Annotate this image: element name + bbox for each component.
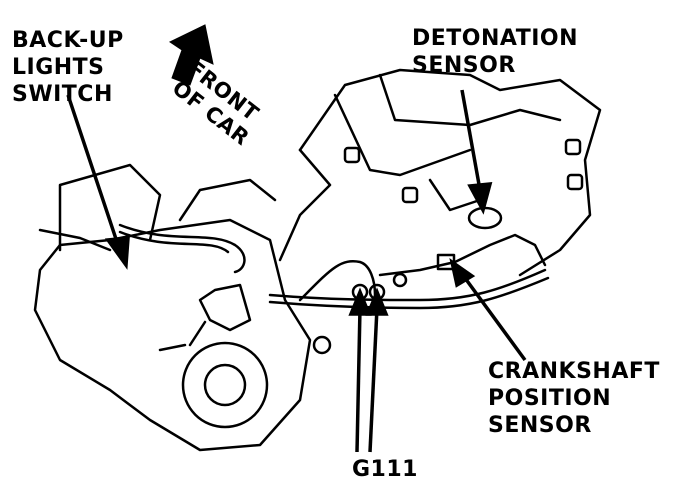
- backup-switch-leader: [66, 94, 120, 246]
- crankshaft-sensor-leader: [463, 276, 527, 362]
- engine-block: [298, 68, 602, 277]
- label-line: LIGHTS: [12, 55, 105, 80]
- wiring-harness: [118, 223, 246, 274]
- engine-bolt: [401, 186, 419, 204]
- arrowhead-icon: [449, 258, 476, 288]
- engine-bolt: [564, 138, 582, 156]
- arrowhead-icon: [348, 287, 372, 316]
- arrowhead-icon: [365, 287, 389, 316]
- front-arrow-icon: [168, 24, 214, 86]
- g111-leader-left: [355, 307, 362, 453]
- label-line: BACK-UP: [12, 28, 124, 53]
- backup-lights-switch-label: BACK-UP LIGHTS SWITCH: [12, 27, 124, 108]
- arrowhead-icon: [467, 182, 493, 215]
- detonation-sensor-label: DETONATION SENSOR: [412, 25, 578, 79]
- arrowhead-icon: [104, 236, 130, 270]
- label-line: SENSOR: [488, 413, 592, 438]
- transaxle-housing: [33, 218, 312, 452]
- wiring-harness: [268, 268, 547, 302]
- crankshaft-position-sensor-label: CRANKSHAFT POSITION SENSOR: [488, 358, 660, 439]
- label-line: CRANKSHAFT: [488, 359, 660, 384]
- detonation-sensor-leader: [460, 89, 482, 191]
- label-line: DETONATION: [412, 26, 579, 51]
- label-line: SENSOR: [412, 53, 516, 78]
- label-line: SWITCH: [12, 82, 113, 107]
- engine-bolt: [566, 173, 584, 191]
- housing-hub: [203, 363, 247, 407]
- housing-flange: [181, 341, 269, 429]
- label-line: POSITION: [488, 386, 612, 411]
- g111-leader-right: [368, 307, 379, 453]
- ground-g111-label: G111: [352, 457, 418, 482]
- engine-bolt: [343, 146, 361, 164]
